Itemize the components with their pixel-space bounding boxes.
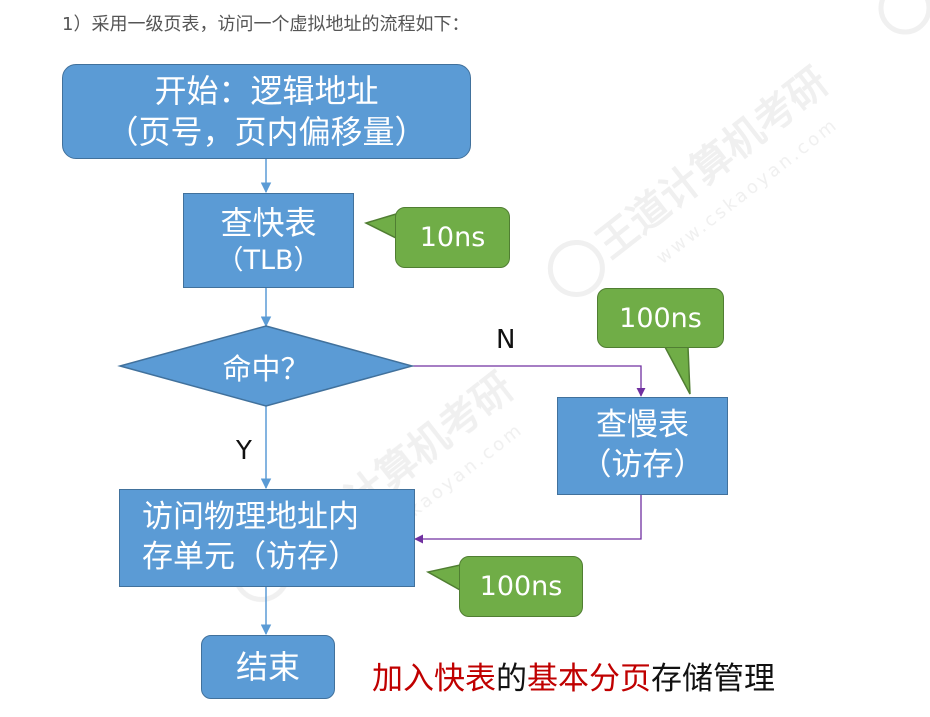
access-time-callout: 100ns	[459, 556, 583, 617]
arrow-hit-no-to-slow	[412, 365, 646, 397]
yes-label: Y	[236, 436, 252, 466]
slow-line1: 查慢表	[596, 407, 689, 444]
tlb-line2: （TLB）	[216, 244, 321, 276]
start-line1: 开始：逻辑地址	[154, 71, 379, 110]
slow-time-callout: 100ns	[597, 288, 724, 348]
caption-part2: 的	[496, 661, 527, 697]
caption-part1: 加入快表	[372, 661, 496, 697]
start-line2: （页号，页内偏移量）	[106, 112, 427, 151]
start-box: 开始：逻辑地址 （页号，页内偏移量）	[62, 64, 471, 159]
access-callout-tail	[425, 564, 461, 592]
page-table-lookup-box: 查慢表 （访存）	[557, 397, 728, 495]
tlb-lookup-box: 查快表 （TLB）	[183, 193, 354, 288]
watermark-logo-icon	[547, 239, 605, 297]
arrow-slow-to-access	[414, 495, 642, 544]
tlb-callout-tail	[363, 212, 397, 240]
tlb-time-callout: 10ns	[395, 207, 510, 268]
tlb-line1: 查快表	[220, 203, 317, 242]
access-line1: 访问物理地址内	[142, 499, 359, 536]
caption: 加入快表的基本分页存储管理	[372, 653, 775, 698]
access-time: 100ns	[479, 571, 563, 602]
hit-decision-diamond	[117, 325, 415, 407]
caption-part3: 基本分页	[527, 661, 651, 697]
hit-label: 命中？	[222, 352, 310, 386]
end-box: 结束	[201, 635, 335, 699]
end-label: 结束	[235, 647, 300, 686]
memory-access-box: 访问物理地址内 存单元（访存）	[119, 489, 415, 587]
access-line2: 存单元（访存）	[142, 539, 359, 575]
slow-callout-tail	[663, 346, 691, 395]
slow-time: 100ns	[619, 302, 702, 334]
watermark-logo-icon	[878, 0, 930, 35]
slow-line2: （访存）	[580, 447, 705, 483]
no-label: N	[496, 325, 516, 355]
page-heading: 1）采用一级页表，访问一个虚拟地址的流程如下：	[62, 14, 470, 35]
caption-part4: 存储管理	[651, 661, 775, 697]
tlb-time: 10ns	[419, 222, 486, 253]
